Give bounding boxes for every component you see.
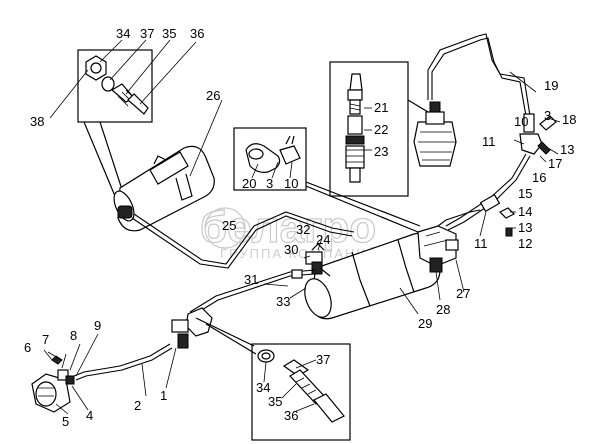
- pipe-25: [131, 215, 353, 269]
- callout-10-mid: 10: [284, 176, 298, 191]
- callout-12: 12: [518, 236, 532, 251]
- callout-34-bottom: 34: [256, 380, 270, 395]
- valve-spring: [349, 99, 361, 115]
- callout-10-right: 10: [514, 114, 528, 129]
- callout-37-bottom: 37: [316, 352, 330, 367]
- inset-box-bottom: [251, 343, 351, 441]
- watermark-logo-circle: [204, 207, 246, 249]
- callout-5: 5: [62, 414, 69, 429]
- brake-valve-assembly: [413, 33, 537, 167]
- callout-16: 16: [532, 170, 546, 185]
- callout-32: 32: [296, 222, 310, 237]
- callout-31: 31: [244, 272, 258, 287]
- callout-34: 34: [116, 26, 130, 41]
- callout-17: 17: [548, 156, 562, 171]
- callout-28: 28: [436, 302, 450, 317]
- callout-2: 2: [134, 398, 141, 413]
- callout-4: 4: [86, 408, 93, 423]
- callout-27: 27: [456, 286, 470, 301]
- inset-frame: [329, 61, 409, 197]
- inset-frame: [251, 343, 351, 441]
- callout-20: 20: [242, 176, 256, 191]
- receiver-body: [117, 145, 215, 232]
- callout-21: 21: [374, 100, 388, 115]
- watermark: белагро ГРУППА КОМПАНИЙ: [199, 202, 379, 261]
- inset-frame: [233, 127, 307, 191]
- callout-3-right: 3: [544, 108, 551, 123]
- callout-35: 35: [162, 26, 176, 41]
- valve-1: [185, 307, 213, 337]
- pipe-19-a: [427, 35, 479, 100]
- inset-box-valve: [329, 61, 429, 197]
- callout-18: 18: [562, 112, 576, 127]
- callout-9: 9: [94, 318, 101, 333]
- callout-6: 6: [24, 340, 31, 355]
- valve-body: [345, 145, 365, 169]
- callout-38: 38: [30, 114, 44, 129]
- brake-valve-body: [413, 121, 457, 167]
- callout-14: 14: [518, 204, 532, 219]
- callout-7: 7: [42, 332, 49, 347]
- tube-bottom: [313, 393, 345, 423]
- callout-29: 29: [418, 316, 432, 331]
- tee-fitting: [519, 133, 543, 155]
- inset-box-top-left: [49, 39, 197, 209]
- callout-25: 25: [222, 218, 236, 233]
- callout-13-lower: 13: [518, 220, 532, 235]
- callout-33: 33: [276, 294, 290, 309]
- callout-35-bottom: 35: [268, 394, 282, 409]
- callout-15: 15: [518, 186, 532, 201]
- lower-assembly: [31, 307, 257, 415]
- inset-frame: [77, 49, 153, 123]
- pipe-2: [73, 343, 171, 377]
- watermark-subtitle: ГРУППА КОМПАНИЙ: [220, 246, 379, 261]
- inset-box-middle: [233, 127, 421, 233]
- right-fittings: [445, 113, 561, 237]
- fitting-14: [479, 193, 501, 213]
- o-ring: [101, 76, 115, 92]
- drain-valve: [117, 205, 133, 219]
- callout-19: 19: [544, 78, 558, 93]
- callout-13-upper: 13: [560, 142, 574, 157]
- callout-30: 30: [284, 242, 298, 257]
- pipe-15: [445, 153, 527, 227]
- callout-labels: 34 37 35 36 38 20 3 10 21 22 23 19 3 10 …: [24, 26, 576, 429]
- callout-22: 22: [374, 122, 388, 137]
- callout-24: 24: [316, 232, 330, 247]
- mounting-strap: [149, 151, 189, 185]
- callout-26: 26: [206, 88, 220, 103]
- callout-11-upper: 11: [482, 134, 496, 149]
- air-receiver-upper: [113, 99, 223, 232]
- callout-8: 8: [70, 328, 77, 343]
- pipes-31-33: [189, 237, 331, 317]
- clamp: [279, 145, 301, 165]
- callout-11-lower: 11: [474, 236, 488, 251]
- pipe-19-b: [477, 33, 531, 117]
- callout-3-mid: 3: [266, 176, 273, 191]
- callout-23: 23: [374, 144, 388, 159]
- callout-1: 1: [160, 388, 167, 403]
- air-receiver-main: [304, 209, 481, 320]
- valve-sleeve: [347, 115, 363, 135]
- fitting-10: [523, 113, 535, 133]
- watermark-logo-text: белагро: [200, 203, 376, 252]
- callout-36: 36: [190, 26, 204, 41]
- callout-36-bottom: 36: [284, 408, 298, 423]
- callout-37: 37: [140, 26, 154, 41]
- tube-end: [127, 93, 149, 115]
